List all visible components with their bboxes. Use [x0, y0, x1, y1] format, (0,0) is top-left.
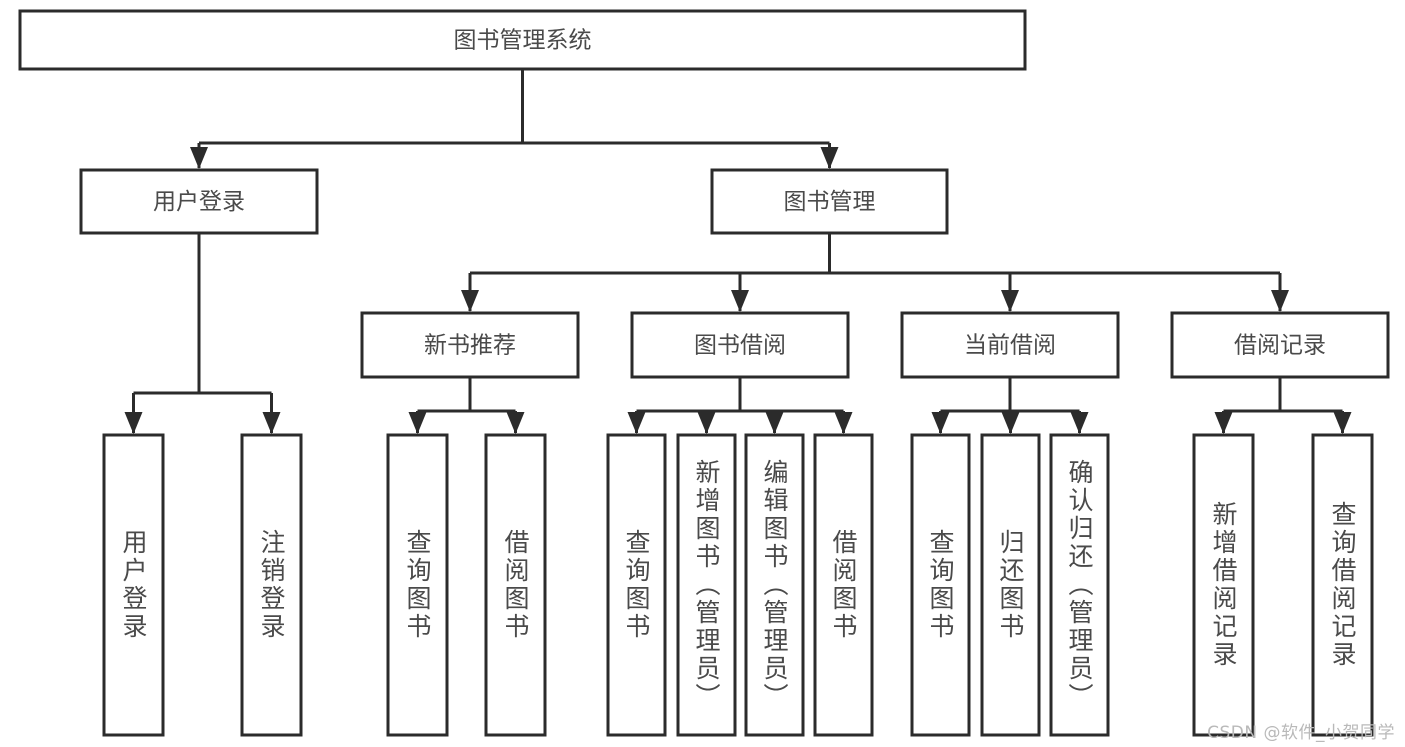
node-root-label: 图书管理系统	[454, 28, 592, 54]
node-leaf-2[interactable]	[386, 433, 449, 737]
node-level2-1[interactable]	[630, 311, 850, 379]
arrow-to-leaf-0	[124, 412, 143, 434]
node-leaf-5[interactable]	[676, 433, 737, 737]
node-root[interactable]	[18, 9, 1027, 71]
node-level2-3[interactable]	[1170, 311, 1390, 379]
node-level1-label-1: 图书管理	[784, 189, 876, 215]
node-leaf-7[interactable]	[813, 433, 874, 737]
node-leaf-1[interactable]	[240, 433, 303, 737]
node-leaf-0[interactable]	[102, 433, 165, 737]
arrow-to-leaf-7	[834, 412, 853, 434]
box-layer	[18, 9, 1390, 737]
arrow-to-leaf-2	[408, 412, 427, 434]
arrow-to-leaf-8	[931, 412, 950, 434]
node-level2-label-1: 图书借阅	[694, 333, 786, 359]
arrow-to-level1-0	[190, 147, 208, 169]
node-level2-label-0: 新书推荐	[424, 333, 516, 359]
node-leaf-6[interactable]	[744, 433, 805, 737]
node-leaf-8[interactable]	[910, 433, 971, 737]
arrow-to-leaf-9	[1001, 412, 1020, 434]
node-level1-0[interactable]	[79, 168, 319, 235]
node-level2-label-2: 当前借阅	[964, 333, 1056, 359]
arrow-to-leaf-1	[262, 412, 281, 434]
node-level2-label-3: 借阅记录	[1234, 333, 1326, 359]
arrow-to-level2-1	[731, 290, 749, 312]
node-leaf-10[interactable]	[1049, 433, 1110, 737]
node-leaf-3[interactable]	[484, 433, 547, 737]
arrow-to-level2-2	[1001, 290, 1019, 312]
arrow-to-level2-3	[1271, 290, 1289, 312]
node-level2-0[interactable]	[360, 311, 580, 379]
arrow-to-leaf-12	[1333, 412, 1352, 434]
arrow-to-level1-1	[820, 147, 839, 169]
node-leaf-4[interactable]	[606, 433, 667, 737]
node-leaf-9[interactable]	[980, 433, 1041, 737]
arrow-to-leaf-4	[627, 412, 646, 434]
node-level1-label-0: 用户登录	[153, 189, 245, 215]
connector-layer	[124, 69, 1352, 434]
node-leaf-12[interactable]	[1311, 433, 1374, 737]
node-level2-2[interactable]	[900, 311, 1120, 379]
arrow-to-level2-0	[461, 290, 479, 312]
node-leaf-11[interactable]	[1192, 433, 1255, 737]
arrow-to-leaf-11	[1214, 412, 1233, 434]
arrow-to-leaf-10	[1070, 412, 1089, 434]
arrow-to-leaf-3	[506, 412, 525, 434]
csdn-watermark: CSDN @软件_小贺同学	[1207, 723, 1395, 743]
node-level1-1[interactable]	[710, 168, 949, 235]
arrow-to-leaf-6	[765, 412, 784, 434]
arrow-to-leaf-5	[697, 412, 716, 434]
